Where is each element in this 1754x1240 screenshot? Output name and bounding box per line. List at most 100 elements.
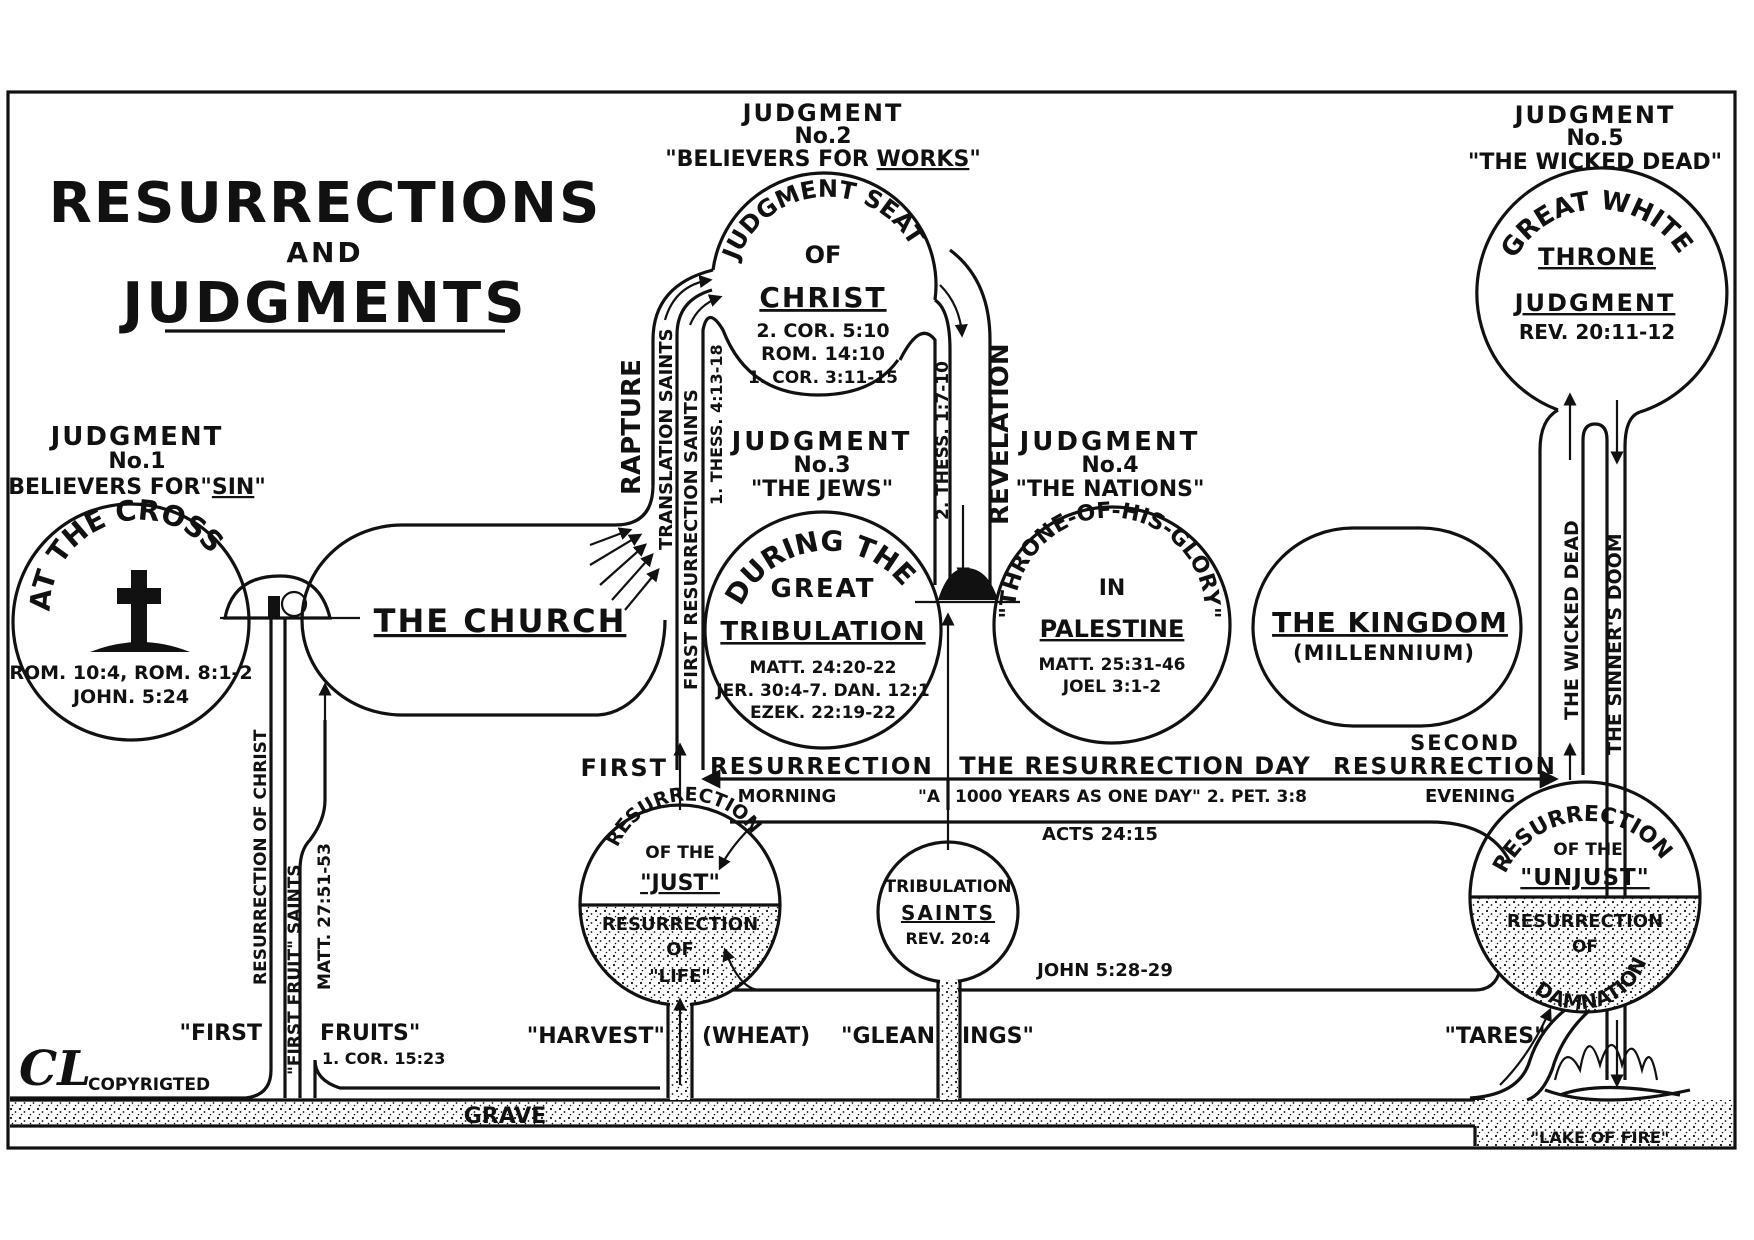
revelation-label: REVELATION [985,343,1015,525]
evening-label: EVENING [1425,786,1515,807]
resurrection-right-label: RESURRECTION [1333,754,1557,780]
judgment-seat-circle [711,171,938,301]
great-tribulation-circle [703,510,943,750]
tares-label: "TARES" [1444,1024,1545,1049]
svg-text:JUDGMENT: JUDGMENT [1513,101,1676,129]
svg-text:TRIBULATION: TRIBULATION [884,877,1011,897]
gwt-judgment-label: JUDGMENT [1513,289,1676,317]
judgment-5-heading: JUDGMENT No.5 "THE WICKED DEAD" [1468,101,1722,175]
great-white-throne-circle [1475,166,1729,414]
jsc-ref-1: 2. COR. 5:10 [756,320,889,342]
matt-27-label: MATT. 27:51-53 [315,843,335,990]
palestine-label: PALESTINE [1040,615,1185,643]
svg-text:BELIEVERS FOR"SIN": BELIEVERS FOR"SIN" [8,475,266,500]
svg-text:OF: OF [666,939,694,960]
great-label: GREAT [771,574,876,604]
publisher-logo: CL [19,1041,91,1097]
svg-text:"BELIEVERS FOR WORKS": "BELIEVERS FOR WORKS" [665,147,981,172]
wheat-label: (WHEAT) [702,1024,810,1049]
title-line3: JUDGMENTS [118,271,527,336]
john-ref: JOHN 5:28-29 [1035,960,1173,981]
throne-ref-1: MATT. 25:31-46 [1039,655,1186,675]
the-church-label: THE CHURCH [374,602,627,640]
resurrection-left-label: RESURRECTION [710,754,934,780]
trib-ref-2: JER. 30:4-7. DAN. 12:1 [715,681,929,701]
rapture-label: RAPTURE [617,359,647,495]
title-line1: RESURRECTIONS [49,171,602,236]
judgment-seat-christ: CHRIST [759,281,886,314]
cross-ref-1: ROM. 10:4, ROM. 8:1-2 [9,662,252,684]
thess-2-label: 2. THESS. 1:7-10 [933,361,953,520]
acts-ref: ACTS 24:15 [1042,824,1158,845]
first-label: FIRST [581,754,668,782]
svg-text:JUDGMENT: JUDGMENT [49,422,224,452]
millennium-label: (MILLENNIUM) [1293,641,1475,665]
judgment-1-heading: JUDGMENT No.1 BELIEVERS FOR"SIN" [8,422,266,500]
svg-text:"THE JEWS": "THE JEWS" [751,477,893,502]
tribulation-saints-circle: TRIBULATION SAINTS REV. 20:4 [876,840,1020,1100]
resurrection-of-christ-label: RESURRECTION OF CHRIST [251,729,271,985]
harvest-label: "HARVEST" [527,1024,665,1049]
first-fruits-label-left: "FIRST [180,1021,262,1046]
svg-text:JUDGMENT: JUDGMENT [1018,427,1201,457]
svg-text:SAINTS: SAINTS [901,901,995,925]
thess-1-label: 1. THESS. 4:13-18 [707,344,726,505]
svg-text:No.3: No.3 [793,453,850,478]
first-fruits-label-right: FRUITS" [320,1021,420,1046]
grave-label: GRAVE [464,1104,547,1129]
svg-text:OF THE: OF THE [1553,840,1622,860]
resurrection-day-label: THE RESURRECTION DAY [959,752,1311,780]
cross-icon [90,570,190,652]
sinners-doom-label: THE SINNER'S DOOM [1604,533,1626,755]
title-line2: AND [286,236,363,269]
the-kingdom-label: THE KINGDOM [1272,606,1508,639]
lake-of-fire-label: "LAKE OF FIRE" [1531,1128,1669,1147]
throne-label: THRONE [1538,243,1656,271]
throne-of-his-glory-circle [992,505,1232,745]
first-resurrection-saints-label: FIRST RESURRECTION SAINTS [681,389,702,690]
svg-text:"UNJUST": "UNJUST" [1520,865,1649,891]
tribulation-label: TRIBULATION [720,617,925,647]
svg-text:JUDGMENT: JUDGMENT [730,427,913,457]
quote-a-label: "A [918,787,941,807]
svg-text:No.2: No.2 [794,124,851,149]
first-fruit-saints-label: "FIRST FRUIT" SAINTS [285,864,305,1075]
the-kingdom-shape [1251,526,1523,728]
svg-text:No.5: No.5 [1566,126,1623,151]
svg-text:No.1: No.1 [108,449,165,474]
svg-text:"JUST": "JUST" [640,871,720,896]
throne-ref-2: JOEL 3:1-2 [1062,677,1161,697]
thousand-years-label: 1000 YEARS AS ONE DAY" 2. PET. 3:8 [955,787,1307,807]
the-church-shape [300,430,667,717]
cross-ref-2: JOHN. 5:24 [71,686,189,708]
morning-label: MORNING [738,786,837,807]
trib-ref-1: MATT. 24:20-22 [750,658,897,678]
jsc-ref-2: ROM. 14:10 [761,343,885,365]
svg-text:"THE NATIONS": "THE NATIONS" [1016,477,1205,502]
svg-text:OF THE: OF THE [645,843,714,863]
in-label: IN [1099,576,1126,601]
translation-saints-label: TRANSLATION SAINTS [656,328,677,550]
svg-text:RESURRECTION: RESURRECTION [602,914,758,935]
svg-text:No.4: No.4 [1081,453,1138,478]
judgment-3-heading: JUDGMENT No.3 "THE JEWS" [730,427,913,502]
trib-ref-3: EZEK. 22:19-22 [750,703,896,723]
judgment-4-heading: JUDGMENT No.4 "THE NATIONS" [1016,427,1205,502]
svg-text:OF: OF [1572,937,1598,957]
first-fruits-ref: 1. COR. 15:23 [322,1049,445,1068]
judgment-seat-of: OF [805,241,842,269]
gleanings-right: INGS" [962,1024,1034,1049]
rapture-rays [589,527,660,611]
grave-ground [10,1100,1485,1126]
jsc-ref-3: 1. COR. 3:11-15 [748,368,898,388]
mount-of-olives-icon [915,568,1020,604]
svg-text:"LIFE": "LIFE" [649,966,711,987]
copyright-label: COPYRIGTED [88,1075,210,1095]
wicked-dead-label: THE WICKED DEAD [1561,520,1583,720]
svg-text:JUDGMENT: JUDGMENT [741,99,904,127]
gleanings-left: "GLEAN [841,1024,935,1049]
resurrection-of-the-unjust: RESURRECTION OF THE "UNJUST" RESURRECTIO… [1468,780,1702,1015]
empty-tomb-icon [220,574,360,620]
judgment-2-heading: JUDGMENT No.2 "BELIEVERS FOR WORKS" [665,99,981,172]
second-label: SECOND [1410,731,1520,755]
